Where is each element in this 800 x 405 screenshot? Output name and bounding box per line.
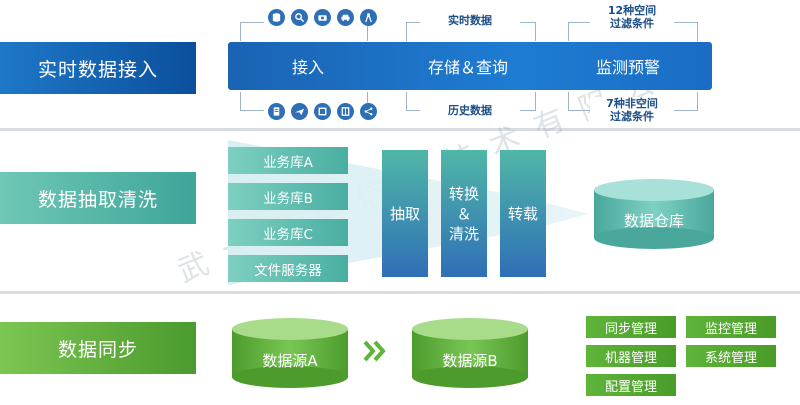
section-label-sync: 数据同步 [0,322,196,374]
label-7-nonspatial-filters: 7种非空间 过滤条件 [590,97,674,123]
source-file-server: 文件服务器 [228,255,348,282]
section-divider [0,291,800,294]
label-realtime-data: 实时数据 [420,14,520,27]
icon-row-bottom [264,103,381,120]
step-transform-clean: 转换 ＆ 清洗 [441,150,487,277]
source-biz-db-c: 业务库C [228,219,348,246]
mgmt-config: 配置管理 [586,374,676,396]
book-icon [337,103,354,120]
share-icon [360,103,377,120]
data-source-b-label: 数据源B [442,352,498,370]
search-icon [291,9,308,26]
label-history-data: 历史数据 [420,104,520,117]
source-biz-db-b: 业务库B [228,183,348,210]
bar-item-storage-query: 存储＆查询 [428,58,509,77]
airplane-icon [291,103,308,120]
data-warehouse-label: 数据仓库 [623,212,684,230]
data-source-a-cylinder: 数据源A [232,318,348,388]
mgmt-machine: 机器管理 [586,345,676,367]
document-icon [268,103,285,120]
section-label-realtime: 实时数据接入 [0,42,196,94]
step-load: 转载 [500,150,546,277]
label-12-spatial-filters: 12种空间 过滤条件 [590,4,674,30]
mgmt-system: 系统管理 [686,345,776,367]
source-biz-db-a: 业务库A [228,147,348,174]
bar-item-access: 接入 [292,58,325,77]
square-icon [314,103,331,120]
step-extract: 抽取 [382,150,428,277]
section-divider [0,128,800,131]
data-source-a-label: 数据源A [262,352,318,370]
bar-item-monitor-alert: 监测预警 [596,58,661,77]
icon-row-top [264,9,381,26]
double-chevron-right-icon [363,340,386,362]
database-icon [268,9,285,26]
person-icon [360,9,377,26]
camera-icon [314,9,331,26]
data-warehouse-cylinder: 数据仓库 [594,179,714,249]
realtime-main-bar: 接入 存储＆查询 监测预警 [228,42,712,90]
section-label-extract: 数据抽取清洗 [0,172,196,224]
car-icon [337,9,354,26]
mgmt-monitor: 监控管理 [686,316,776,338]
mgmt-sync: 同步管理 [586,316,676,338]
data-source-b-cylinder: 数据源B [412,318,528,388]
